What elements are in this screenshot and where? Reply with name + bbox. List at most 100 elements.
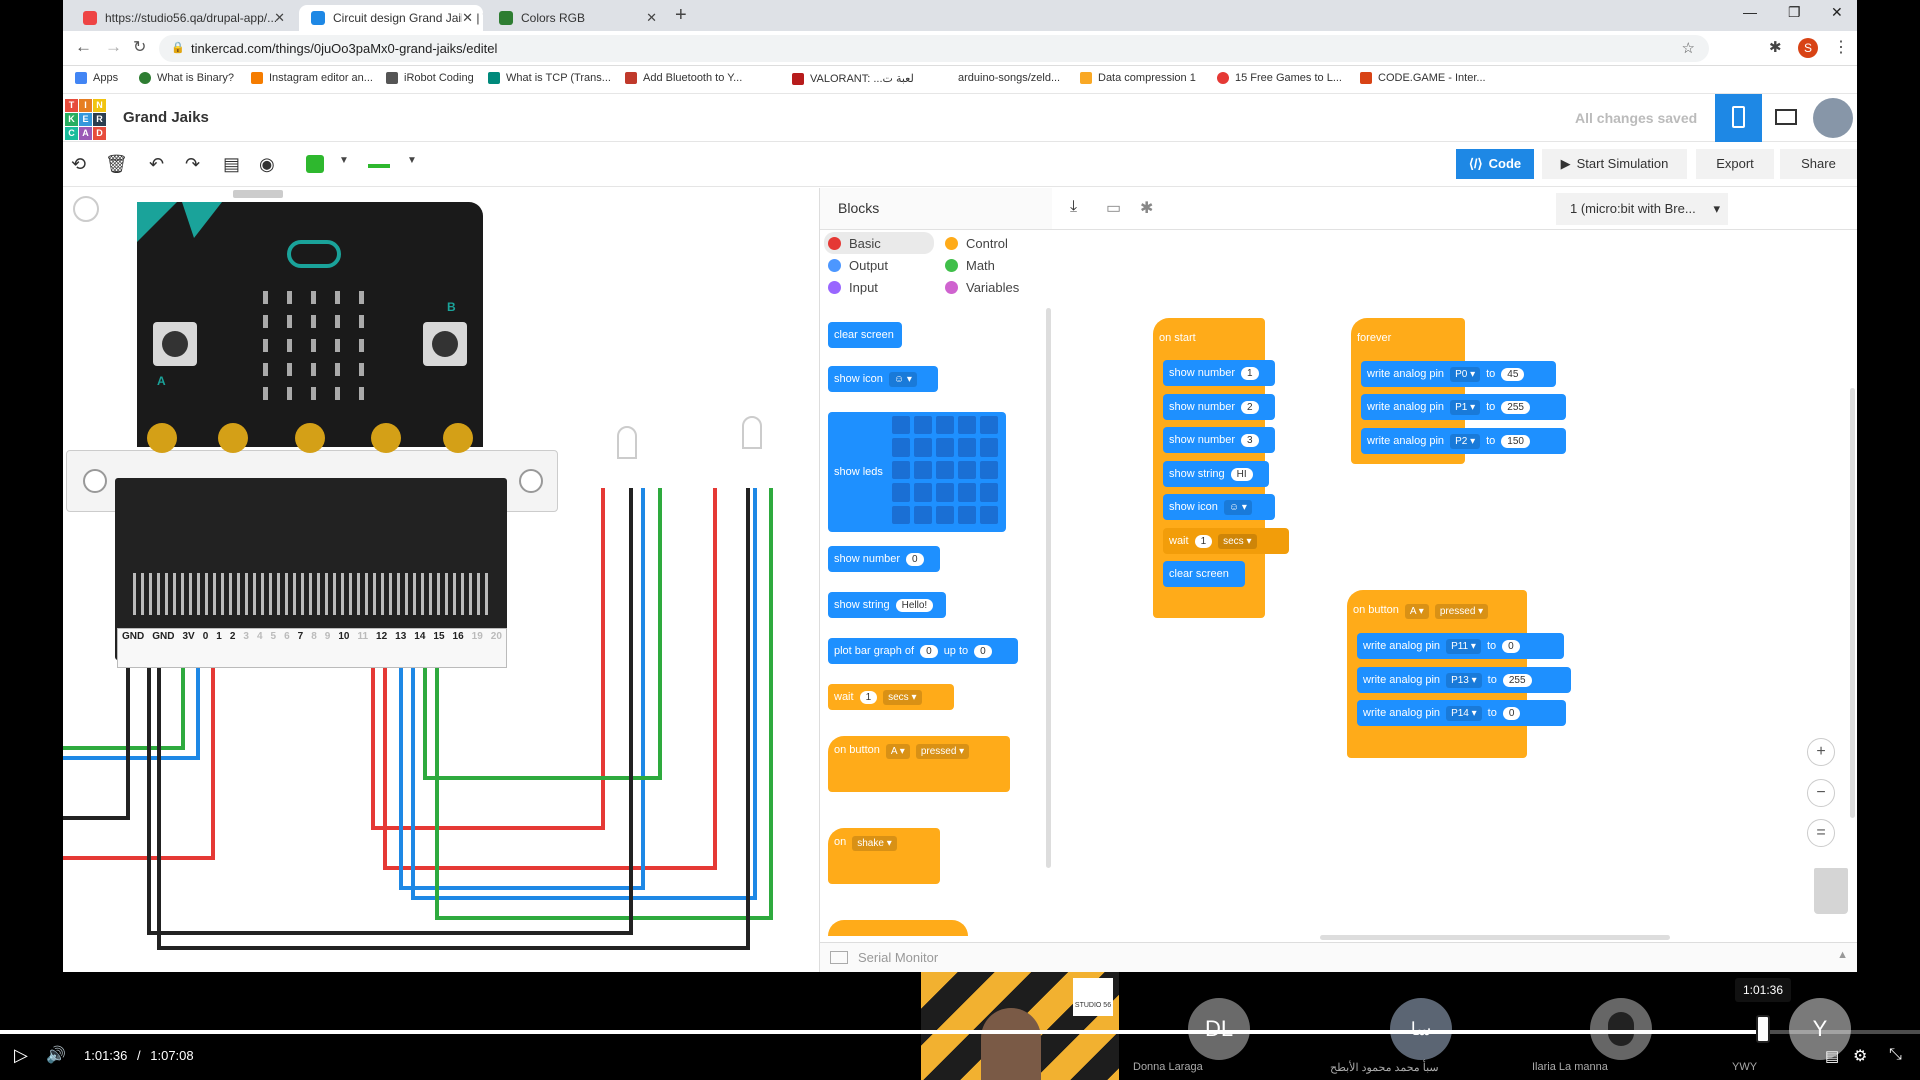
pin-dropdown[interactable]: P11 ▾ xyxy=(1446,638,1481,654)
redo-icon[interactable]: ↷ xyxy=(185,154,201,174)
number-input[interactable]: 0 xyxy=(906,552,924,566)
number-input[interactable]: 3 xyxy=(1241,433,1259,447)
pin-dropdown[interactable]: P13 ▾ xyxy=(1446,672,1482,688)
palette-clear-screen[interactable]: clear screen xyxy=(828,322,902,348)
window-close-icon[interactable]: ✕ xyxy=(1831,4,1843,20)
seek-bar[interactable] xyxy=(0,1030,1920,1034)
value-input[interactable]: 0 xyxy=(920,644,938,658)
bookmark-item[interactable]: Add Bluetooth to Y... xyxy=(625,72,742,84)
tab-colors-rgb[interactable]: Colors RGB ✕ xyxy=(487,5,667,31)
restore-icon[interactable]: ❐ xyxy=(1788,4,1801,20)
color-swatch[interactable] xyxy=(306,155,324,173)
start-simulation-button[interactable]: ▶Start Simulation xyxy=(1542,149,1687,179)
upload-icon[interactable]: ▭ xyxy=(1106,200,1122,217)
bookmark-item[interactable]: Instagram editor an... xyxy=(251,72,373,84)
circuit-view-button[interactable] xyxy=(1715,94,1762,142)
category-variables[interactable]: Variables xyxy=(945,280,1019,295)
profile-avatar[interactable]: S xyxy=(1798,38,1818,58)
number-input[interactable]: 2 xyxy=(1241,400,1259,414)
pin-dropdown[interactable]: P1 ▾ xyxy=(1450,399,1481,415)
tab-studio56[interactable]: https://studio56.qa/drupal-app/... ✕ xyxy=(71,5,295,31)
workspace-v-scrollbar[interactable] xyxy=(1850,388,1855,818)
leds-grid[interactable] xyxy=(892,416,1002,524)
serial-monitor-bar[interactable]: Serial Monitor ▲ xyxy=(820,942,1857,972)
show-icon-block[interactable]: show icon☺ ▾ xyxy=(1163,494,1275,520)
icon-dropdown[interactable]: ☺ ▾ xyxy=(1223,499,1252,515)
wait-input[interactable]: 1 xyxy=(859,690,878,704)
event-dropdown[interactable]: pressed ▾ xyxy=(1434,604,1489,619)
bookmark-item[interactable]: VALORANT: ...لعبة ت xyxy=(792,72,914,85)
bookmark-item[interactable]: What is TCP (Trans... xyxy=(488,72,611,84)
fullscreen-icon[interactable]: ⤡ xyxy=(1889,1046,1902,1063)
code-button[interactable]: ⟨/⟩Code xyxy=(1456,149,1534,179)
secs-dropdown[interactable]: secs ▾ xyxy=(1218,533,1257,549)
value-input[interactable]: 0 xyxy=(1502,706,1521,720)
bookmark-item[interactable]: What is Binary? xyxy=(139,72,234,84)
chevron-up-icon[interactable]: ▲ xyxy=(1837,949,1848,961)
project-title[interactable]: Grand Jaiks xyxy=(123,109,209,126)
on-start-block[interactable] xyxy=(910,510,1022,810)
rotate-icon[interactable]: ⟲ xyxy=(71,154,87,174)
pin-dropdown[interactable]: P2 ▾ xyxy=(1450,433,1481,449)
pin-dropdown[interactable]: P0 ▾ xyxy=(1450,366,1481,382)
device-select[interactable]: 1 (micro:bit with Bre...▾ xyxy=(1556,193,1728,225)
event-dropdown[interactable]: pressed ▾ xyxy=(915,744,970,759)
value-input[interactable]: 255 xyxy=(1502,673,1532,687)
debug-icon[interactable]: ✱ xyxy=(1140,200,1154,217)
volume-icon[interactable]: 🔊 xyxy=(46,1047,66,1064)
forward-icon[interactable]: → xyxy=(105,37,122,56)
menu-icon[interactable]: ⋮ xyxy=(1833,39,1849,56)
palette-show-leds[interactable]: show leds xyxy=(828,412,1006,532)
tinkercad-logo[interactable]: T I N K E R C A D xyxy=(65,99,106,140)
secs-dropdown[interactable]: secs ▾ xyxy=(883,689,922,705)
seek-handle[interactable] xyxy=(1756,1015,1770,1043)
reset-zoom-icon[interactable]: = xyxy=(1807,819,1835,847)
bookmark-item[interactable]: arduino-songs/zeld... xyxy=(958,72,1060,84)
user-avatar[interactable] xyxy=(1813,98,1853,138)
number-input[interactable]: 1 xyxy=(1241,366,1259,380)
extensions-icon[interactable]: ✱ xyxy=(1769,39,1782,56)
play-icon[interactable]: ▷ xyxy=(14,1045,28,1065)
zoom-in-icon[interactable]: + xyxy=(1807,738,1835,766)
icon-dropdown[interactable]: ☺ ▾ xyxy=(888,371,917,387)
button-dropdown[interactable]: A ▾ xyxy=(1404,604,1429,619)
category-output[interactable]: Output xyxy=(828,258,888,273)
category-control[interactable]: Control xyxy=(945,236,1008,251)
microbit-board[interactable]: A B xyxy=(137,202,483,453)
category-math[interactable]: Math xyxy=(945,258,995,273)
string-input[interactable]: Hello! xyxy=(895,598,934,612)
new-tab-button[interactable]: + xyxy=(675,4,687,26)
settings-icon[interactable]: ⚙ xyxy=(1853,1048,1868,1065)
bookmark-item[interactable]: CODE.GAME - Inter... xyxy=(1360,72,1486,84)
zoom-out-icon[interactable]: − xyxy=(1807,779,1835,807)
clear-screen-block[interactable]: clear screen xyxy=(1163,561,1245,587)
chevron-down-icon[interactable]: ▼ xyxy=(407,155,417,166)
captions-icon[interactable]: ▤ xyxy=(1825,1048,1840,1065)
share-button[interactable]: Share xyxy=(1780,149,1857,179)
fit-view-icon[interactable] xyxy=(73,196,99,222)
star-icon[interactable]: ☆ xyxy=(1681,40,1695,57)
button-b[interactable] xyxy=(423,322,467,366)
value-input[interactable]: 0 xyxy=(1502,639,1520,653)
url-input[interactable]: 🔒 tinkercad.com/things/0juOo3paMx0-grand… xyxy=(159,35,1709,62)
category-input[interactable]: Input xyxy=(828,280,878,295)
delete-icon[interactable]: 🗑 xyxy=(105,154,128,174)
workspace-h-scrollbar[interactable] xyxy=(1320,935,1670,940)
palette-scrollbar[interactable] xyxy=(1046,308,1051,868)
wait-input[interactable]: 1 xyxy=(1194,534,1213,548)
palette-show-icon[interactable]: show icon☺ ▾ xyxy=(828,366,938,392)
trash-icon[interactable] xyxy=(1814,868,1848,914)
